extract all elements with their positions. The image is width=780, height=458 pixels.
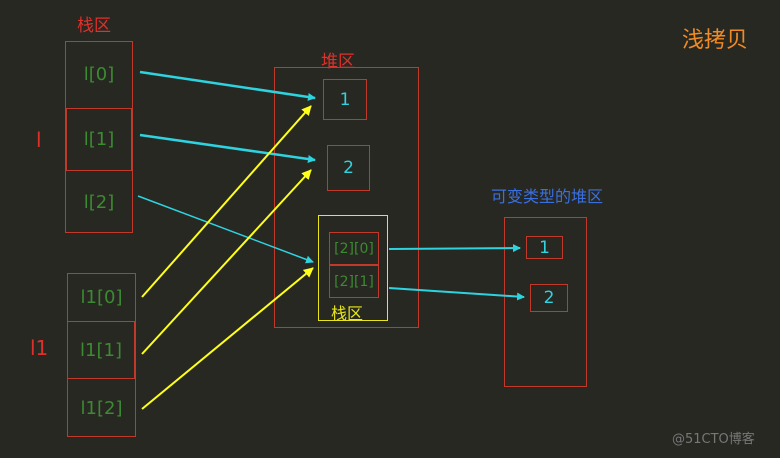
arrow-inner0-to-m1 — [388, 244, 521, 253]
heap-value-1: 1 — [323, 79, 367, 120]
l-cell-1: l[1] — [66, 108, 132, 171]
heap-value-2: 2 — [327, 145, 370, 191]
l-cell-0: l[0] — [83, 64, 115, 85]
l-list — [65, 41, 133, 233]
stack-label: 栈区 — [77, 16, 111, 36]
var-l1-label: l1 — [30, 336, 49, 360]
arrow-l0-to-1 — [139, 70, 316, 101]
arrow-l1_1-to-2 — [141, 169, 312, 355]
diagram-title: 浅拷贝 — [682, 28, 749, 53]
watermark: @51CTO博客 — [672, 432, 755, 447]
heap-region — [274, 67, 419, 328]
mutable-value-1: 1 — [526, 236, 563, 259]
inner-cell-0: [2][0] — [329, 232, 379, 265]
mutable-value-2: 2 — [530, 284, 568, 312]
mutable-heap-region — [504, 217, 587, 387]
inner-cell-1: [2][1] — [329, 265, 379, 298]
arrow-l2-to-inner — [137, 195, 314, 264]
l-cell-2: l[2] — [83, 191, 115, 213]
l1-cell-2: l1[2] — [80, 397, 123, 419]
l1-cell-1: l1[1] — [67, 321, 135, 379]
var-l-label: l — [36, 128, 42, 152]
arrow-inner1-to-m2 — [388, 287, 525, 301]
inner-stack-label: 栈区 — [331, 304, 364, 323]
mutable-heap-label: 可变类型的堆区 — [491, 187, 604, 206]
arrow-l1_0-to-1 — [141, 105, 312, 298]
l1-cell-0: l1[0] — [80, 286, 123, 308]
inner-list-box — [318, 215, 388, 321]
arrow-l1_2-to-inner — [141, 267, 314, 410]
arrow-l1-to-2 — [139, 133, 316, 163]
